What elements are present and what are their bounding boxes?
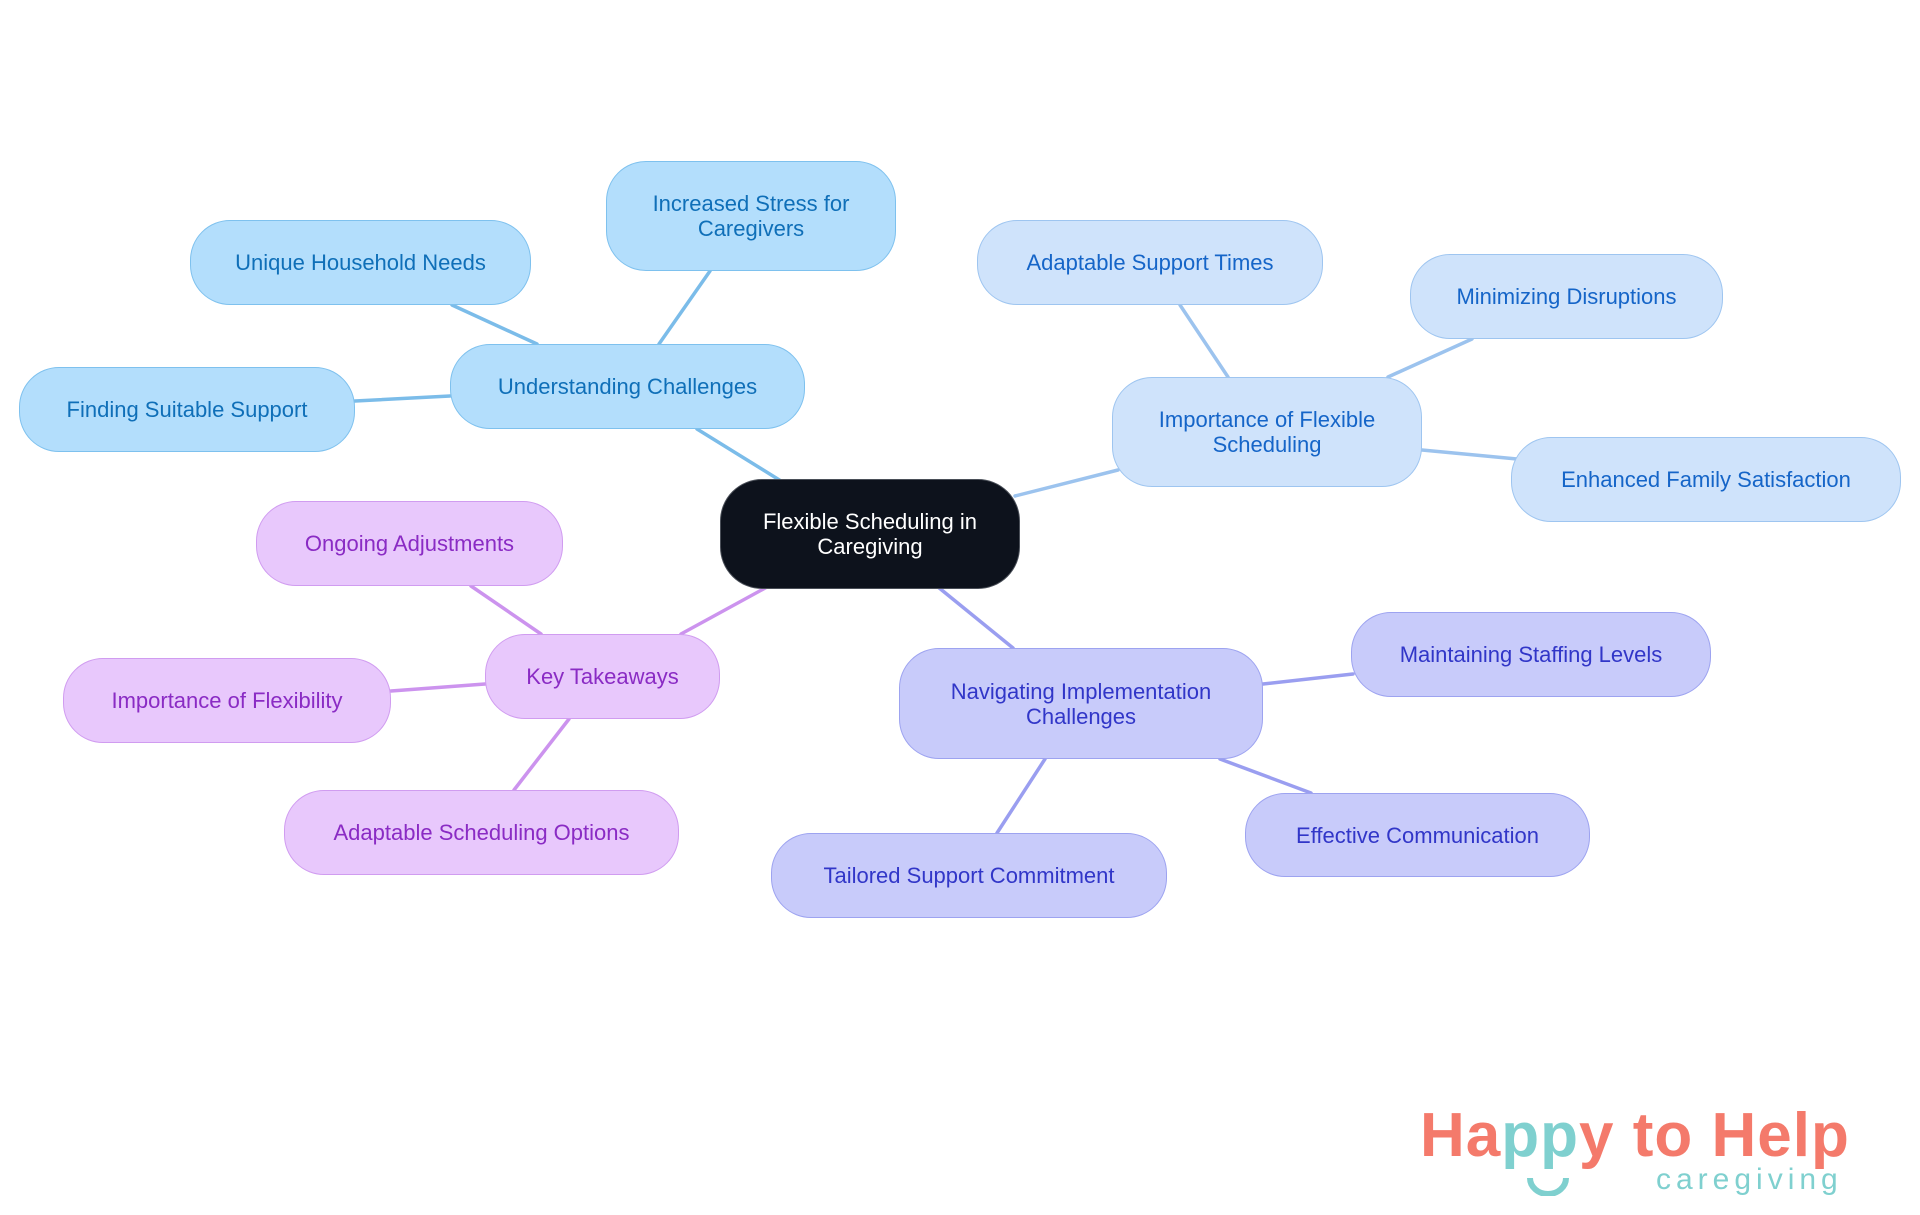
node-label-line-2: Caregivers bbox=[697, 216, 805, 241]
edge-uc-unique-household bbox=[450, 303, 539, 346]
root-node-line-2: Caregiving bbox=[817, 534, 923, 559]
node-maintaining-staffing-levels[interactable]: Maintaining Staffing Levels bbox=[1351, 612, 1711, 697]
node-importance-of-flexible-scheduling[interactable]: Importance of Flexible Scheduling bbox=[1112, 377, 1422, 487]
logo-wordmark: Happy to Help bbox=[1420, 1100, 1850, 1172]
edge-uc-increased-stress bbox=[657, 269, 712, 346]
edge-nic-effective bbox=[1218, 757, 1313, 795]
node-key-takeaways[interactable]: Key Takeaways bbox=[485, 634, 720, 719]
edge-root-key-takeaways bbox=[679, 585, 769, 636]
node-label: Importance of Flexibility bbox=[111, 688, 343, 713]
smile-icon bbox=[1527, 1177, 1569, 1196]
node-label-line-2: Challenges bbox=[1025, 703, 1137, 729]
node-label: Key Takeaways bbox=[526, 664, 679, 689]
node-label: Understanding Challenges bbox=[497, 374, 758, 399]
node-finding-suitable-support[interactable]: Finding Suitable Support bbox=[19, 367, 355, 452]
logo-text-pp: pp bbox=[1501, 1101, 1580, 1170]
node-adaptable-scheduling-options[interactable]: Adaptable Scheduling Options bbox=[284, 790, 679, 875]
node-label: Finding Suitable Support bbox=[66, 397, 308, 422]
edge-nic-maintaining bbox=[1261, 672, 1355, 686]
happy-to-help-logo: Happy to Help caregiving bbox=[1420, 1100, 1890, 1210]
node-label-line-1: Increased Stress for bbox=[652, 191, 850, 216]
node-label-line-2: Scheduling bbox=[1212, 432, 1322, 457]
root-node[interactable]: Flexible Scheduling in Caregiving bbox=[720, 479, 1020, 589]
edge-ifs-minimizing bbox=[1386, 337, 1474, 379]
edge-root-understanding-challenges bbox=[695, 427, 783, 483]
node-label: Adaptable Scheduling Options bbox=[333, 820, 630, 845]
node-label: Maintaining Staffing Levels bbox=[1399, 642, 1663, 667]
edge-ifs-adaptable-support bbox=[1178, 303, 1230, 379]
node-label: Ongoing Adjustments bbox=[304, 531, 515, 556]
logo-text-ha: Ha bbox=[1420, 1101, 1502, 1170]
edge-kt-ongoing bbox=[469, 584, 543, 636]
node-label: Adaptable Support Times bbox=[1026, 250, 1274, 275]
edge-root-importance-flexible-scheduling bbox=[1013, 468, 1120, 498]
edge-kt-importance-flexibility bbox=[389, 682, 487, 693]
node-adaptable-support-times[interactable]: Adaptable Support Times bbox=[977, 220, 1323, 305]
logo-text-rest: y to Help bbox=[1579, 1101, 1850, 1170]
node-tailored-support-commitment[interactable]: Tailored Support Commitment bbox=[771, 833, 1167, 918]
edge-kt-adaptable-scheduling bbox=[512, 717, 571, 792]
node-understanding-challenges[interactable]: Understanding Challenges bbox=[450, 344, 805, 429]
node-label: Tailored Support Commitment bbox=[823, 863, 1115, 888]
node-effective-communication[interactable]: Effective Communication bbox=[1245, 793, 1590, 877]
edge-nic-tailored bbox=[995, 757, 1047, 835]
node-label: Minimizing Disruptions bbox=[1456, 284, 1677, 309]
node-unique-household-needs[interactable]: Unique Household Needs bbox=[190, 220, 531, 305]
node-minimizing-disruptions[interactable]: Minimizing Disruptions bbox=[1410, 254, 1723, 339]
node-label: Unique Household Needs bbox=[235, 250, 486, 275]
logo-subtitle: caregiving bbox=[1656, 1163, 1843, 1196]
node-importance-of-flexibility[interactable]: Importance of Flexibility bbox=[63, 658, 391, 743]
node-label: Effective Communication bbox=[1296, 822, 1539, 848]
node-label: Enhanced Family Satisfaction bbox=[1561, 467, 1851, 492]
edge-ifs-enhanced bbox=[1420, 448, 1519, 461]
edge-root-navigating-implementation bbox=[936, 585, 1015, 650]
edge-uc-finding-support bbox=[353, 394, 452, 403]
node-label-line-1: Navigating Implementation bbox=[950, 678, 1212, 704]
node-navigating-implementation-challenges[interactable]: Navigating Implementation Challenges bbox=[899, 648, 1263, 759]
node-label-line-1: Importance of Flexible bbox=[1158, 407, 1376, 432]
root-node-line-1: Flexible Scheduling in bbox=[762, 509, 978, 534]
node-ongoing-adjustments[interactable]: Ongoing Adjustments bbox=[256, 501, 563, 586]
node-enhanced-family-satisfaction[interactable]: Enhanced Family Satisfaction bbox=[1511, 437, 1901, 522]
node-increased-stress-for-caregivers[interactable]: Increased Stress for Caregivers bbox=[606, 161, 896, 271]
